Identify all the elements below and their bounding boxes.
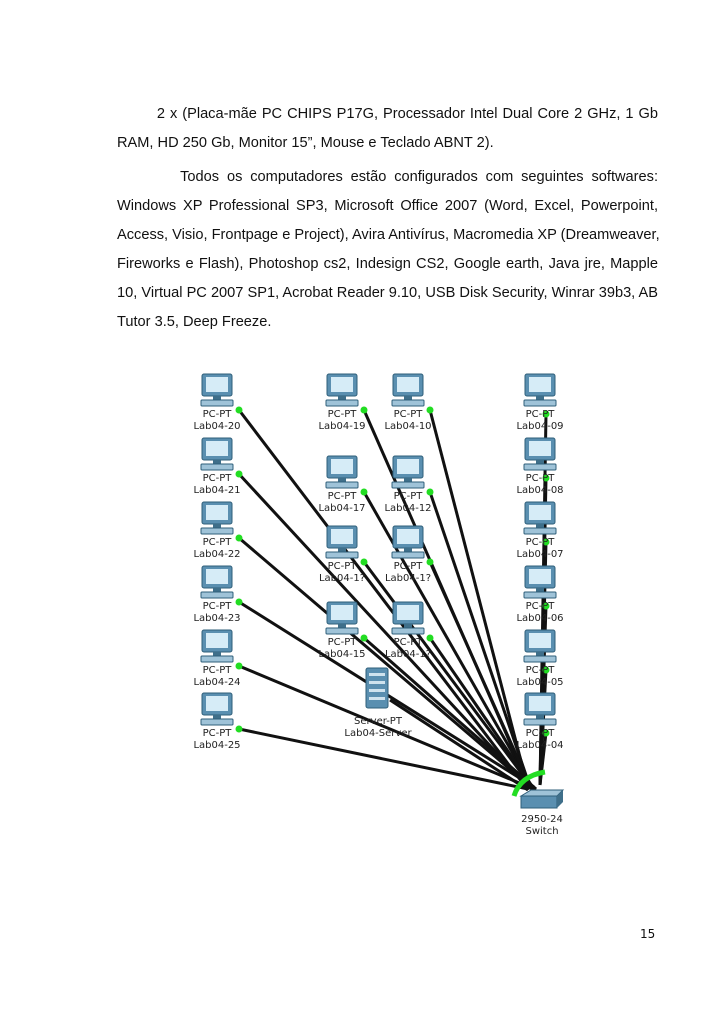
pc-name-label: Lab04-07 — [516, 549, 563, 560]
pc-type-label: PC-PT — [203, 728, 233, 739]
pc-type-label: PC-PT — [394, 561, 424, 572]
pc-name-label: Lab04-23 — [193, 613, 240, 624]
pc-type-label: PC-PT — [203, 409, 233, 420]
switch-name-label: Switch — [525, 826, 558, 837]
pc-type-label: PC-PT — [203, 473, 233, 484]
pc-type-label: PC-PT — [203, 537, 233, 548]
pc-name-label: Lab04-1? — [385, 649, 431, 660]
pc-type-label: PC-PT — [203, 601, 233, 612]
pc-name-label: Lab04-21 — [193, 485, 240, 496]
text-line: RAM, HD 250 Gb, Monitor 15”, Mouse e Tec… — [117, 135, 494, 151]
pc-type-label: PC-PT — [526, 665, 556, 676]
text-line: Todos os computadores estão configurados… — [117, 169, 658, 185]
pc-type-label: PC-PT — [394, 637, 424, 648]
pc-name-label: Lab04-10 — [384, 421, 431, 432]
text-line: Windows XP Professional SP3, Microsoft O… — [117, 198, 658, 214]
pc-type-label: PC-PT — [328, 561, 358, 572]
pc-type-label: PC-PT — [394, 491, 424, 502]
pc-type-label: PC-PT — [328, 637, 358, 648]
paragraph-hardware: 2 x (Placa-mãe PC CHIPS P17G, Processado… — [117, 100, 658, 158]
pc-type-label: PC-PT — [328, 491, 358, 502]
pc-type-label: PC-PT — [203, 665, 233, 676]
pc-name-label: Lab04-1? — [385, 573, 431, 584]
pc-name-label: Lab04-08 — [516, 485, 563, 496]
pc-name-label: Lab04-12 — [384, 503, 431, 514]
switch-type-label: 2950-24 — [521, 814, 563, 825]
pc-name-label: Lab04-05 — [516, 677, 563, 688]
pc-name-label: Lab04-1? — [319, 573, 365, 584]
text-line: 10, Virtual PC 2007 SP1, Acrobat Reader … — [117, 285, 658, 301]
pc-name-label: Lab04-17 — [318, 503, 365, 514]
pc-name-label: Lab04-22 — [193, 549, 240, 560]
pc-name-label: Lab04-09 — [516, 421, 563, 432]
pc-name-label: Lab04-06 — [516, 613, 563, 624]
pc-name-label: Lab04-24 — [193, 677, 240, 688]
server-name-label: Lab04-Server — [344, 728, 412, 739]
pc-name-label: Lab04-25 — [193, 740, 240, 751]
pc-type-label: PC-PT — [526, 409, 556, 420]
pc-type-label: PC-PT — [526, 728, 556, 739]
pc-type-label: PC-PT — [526, 601, 556, 612]
text-line: 2 x (Placa-mãe PC CHIPS P17G, Processado… — [117, 106, 658, 122]
pc-name-label: Lab04-15 — [318, 649, 365, 660]
pc-type-label: PC-PT — [328, 409, 358, 420]
text-line: Fireworks e Flash), Photoshop cs2, Indes… — [117, 256, 658, 272]
pc-type-label: PC-PT — [526, 537, 556, 548]
pc-type-label: PC-PT — [526, 473, 556, 484]
pc-type-label: PC-PT — [394, 409, 424, 420]
pc-name-label: Lab04-19 — [318, 421, 365, 432]
server-type-label: Server-PT — [354, 716, 403, 727]
network-devices: PC-PTLab04-20PC-PTLab04-21PC-PTLab04-22P… — [193, 373, 565, 837]
pc-name-label: Lab04-20 — [193, 421, 240, 432]
text-line: Access, Visio, Frontpage e Project), Avi… — [117, 227, 660, 243]
page-number: 15 — [640, 927, 656, 941]
pc-name-label: Lab04-04 — [516, 740, 563, 751]
paragraph-software: Todos os computadores estão configurados… — [117, 163, 660, 337]
text-line: Tutor 3.5, Deep Freeze. — [117, 314, 272, 330]
